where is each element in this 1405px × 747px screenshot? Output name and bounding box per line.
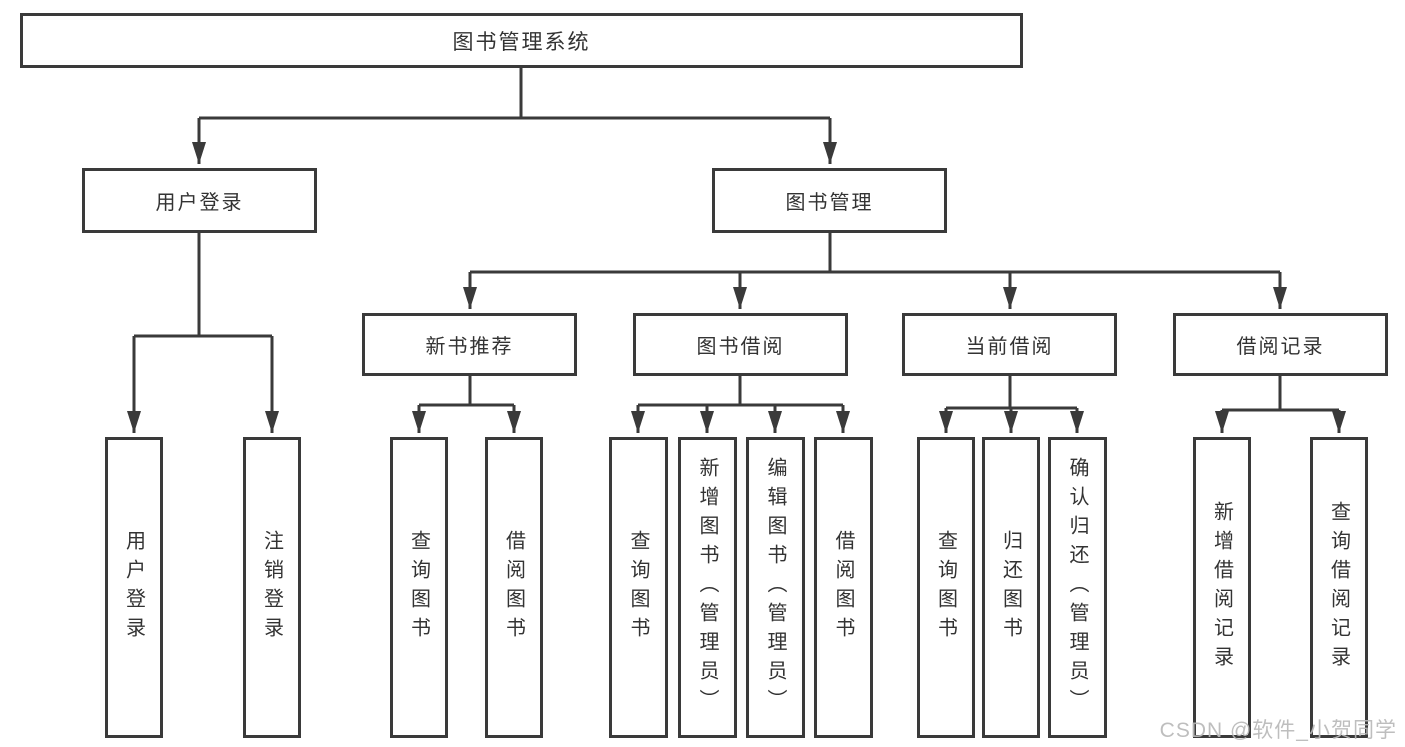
node-query-books-current: 查询图书 — [917, 437, 975, 738]
connector-current-borrow-split — [939, 376, 1084, 433]
node-return-books: 归还图书 — [982, 437, 1040, 738]
node-logout-leaf: 注销登录 — [243, 437, 301, 738]
node-user-login: 用户登录 — [82, 168, 317, 233]
connector-user-login-split — [127, 233, 279, 433]
node-borrow-records: 借阅记录 — [1173, 313, 1388, 376]
node-current-borrowing: 当前借阅 — [902, 313, 1117, 376]
node-borrow-books-recommend: 借阅图书 — [485, 437, 543, 738]
node-query-books-recommend: 查询图书 — [390, 437, 448, 738]
node-library-system: 图书管理系统 — [20, 13, 1023, 68]
connector-book-borrow-split — [631, 376, 850, 433]
connector-book-management-split — [463, 233, 1287, 309]
connector-root-split — [192, 68, 837, 164]
connector-new-book-split — [412, 376, 521, 433]
node-add-borrow-record: 新增借阅记录 — [1193, 437, 1251, 738]
node-confirm-return-admin: 确认归还（管理员） — [1048, 437, 1107, 738]
csdn-watermark: CSDN @软件_小贺同学 — [1159, 719, 1397, 742]
node-book-borrowing: 图书借阅 — [633, 313, 848, 376]
node-query-books-borrowing: 查询图书 — [609, 437, 668, 738]
node-user-login-leaf: 用户登录 — [105, 437, 163, 738]
node-book-management: 图书管理 — [712, 168, 947, 233]
node-add-books-admin: 新增图书（管理员） — [678, 437, 737, 738]
node-query-borrow-record: 查询借阅记录 — [1310, 437, 1368, 738]
node-edit-books-admin: 编辑图书（管理员） — [746, 437, 805, 738]
node-new-book-recommend: 新书推荐 — [362, 313, 577, 376]
connector-borrow-record-split — [1215, 376, 1346, 433]
node-borrow-books-borrowing: 借阅图书 — [814, 437, 873, 738]
